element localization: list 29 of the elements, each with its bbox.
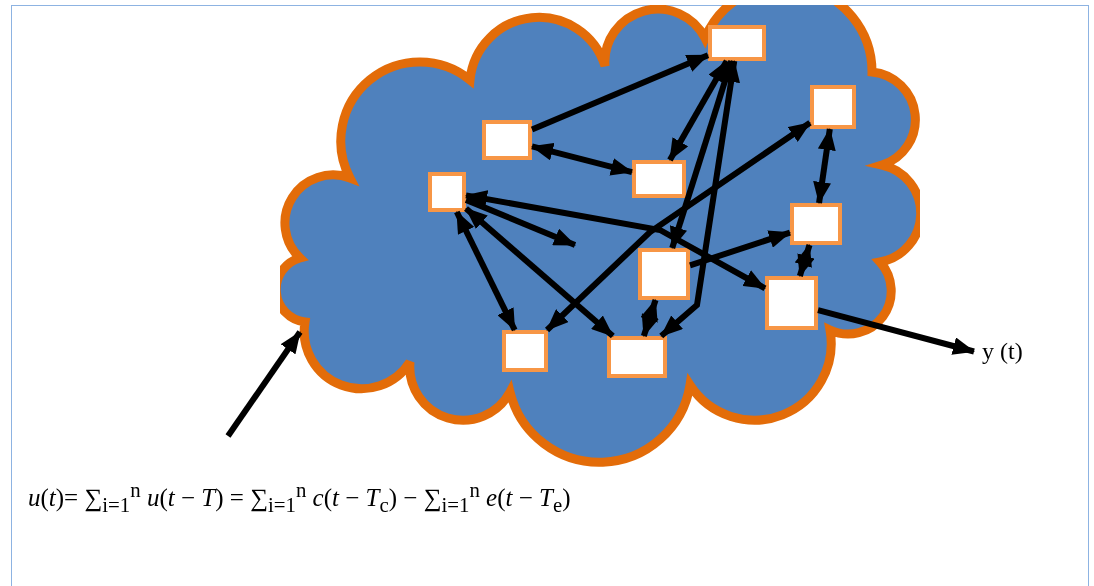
node-box: [502, 330, 548, 372]
cloud-shape: [280, 5, 920, 470]
node-box: [632, 160, 686, 198]
node-box: [810, 85, 856, 129]
arrow: [225, 330, 303, 438]
arrow: [464, 197, 577, 248]
node-box: [638, 248, 690, 300]
double-arrow: [454, 210, 518, 332]
double-arrow: [667, 59, 730, 162]
node-box: [607, 336, 667, 378]
node-box: [790, 203, 842, 245]
double-arrow: [531, 142, 633, 176]
formula: u(t)= ∑$_{i=1}$$^{n}$ u(t − T) = ∑$_{i=1}$$^{n}$ c(t − T$_{c}$) − ∑$_{i=1}$$^{n}$ e(t − T$_{e}$): [28, 478, 571, 519]
double-arrow: [813, 128, 836, 204]
double-arrow: [465, 190, 767, 291]
double-arrow: [669, 60, 735, 249]
arrow: [530, 52, 710, 133]
double-arrow: [794, 244, 815, 277]
double-arrow: [464, 206, 615, 339]
node-box: [482, 120, 532, 160]
double-arrow: [545, 120, 812, 333]
output-label: y (t): [960, 338, 1023, 365]
node-box: [765, 276, 818, 330]
arrow: [689, 229, 791, 269]
arrow: [817, 307, 975, 355]
node-box: [428, 172, 466, 212]
node-box: [708, 25, 766, 61]
double-arrow: [659, 60, 740, 339]
double-arrow: [640, 299, 659, 337]
